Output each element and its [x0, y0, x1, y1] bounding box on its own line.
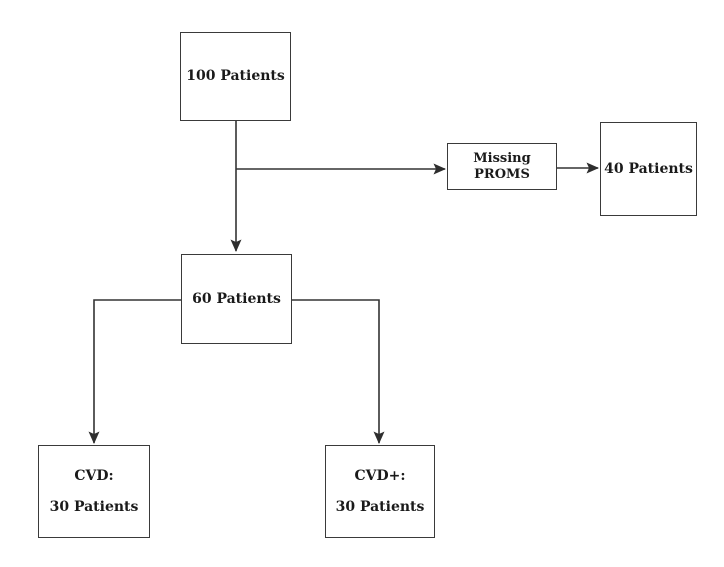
- node-total-patients: 100 Patients: [180, 32, 291, 121]
- node-excluded-patients: 40 Patients: [600, 122, 697, 216]
- node-missing-proms-label: Missing PROMS: [473, 150, 531, 182]
- node-cvd-positive-count: 30 Patients: [335, 498, 425, 515]
- node-included-patients: 60 Patients: [181, 254, 292, 344]
- node-cvd-negative-count: 30 Patients: [49, 498, 139, 515]
- node-cvd-negative-title: CVD:: [74, 467, 114, 484]
- arrow-included-to-cvdplus: [292, 299, 385, 444]
- arrow-included-to-cvd: [88, 299, 181, 444]
- node-cvd-negative: CVD: 30 Patients: [38, 445, 150, 538]
- node-cvd-positive: CVD+: 30 Patients: [325, 445, 435, 538]
- node-total-patients-label: 100 Patients: [186, 68, 285, 85]
- node-cvd-positive-title: CVD+:: [354, 467, 406, 484]
- node-missing-proms: Missing PROMS: [447, 143, 557, 190]
- node-included-patients-label: 60 Patients: [192, 290, 281, 307]
- node-excluded-patients-label: 40 Patients: [604, 160, 693, 177]
